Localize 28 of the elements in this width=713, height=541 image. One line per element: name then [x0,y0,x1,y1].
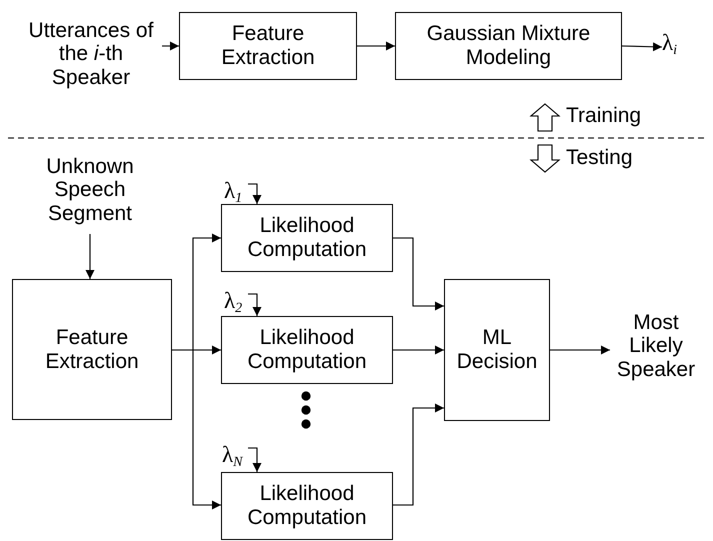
arrow [393,237,444,310]
text-label: Most Likely Speaker [610,300,702,392]
model-symbol: λ$_{1}$ [224,178,248,202]
arrow [622,42,662,52]
process-box: Feature Extraction [12,279,172,420]
process-box: Likelihood Computation [221,472,393,540]
model-symbol: λ$_{2}$ [224,288,248,314]
text-label: Unknown Speech Segment [30,146,150,234]
arrow [393,404,444,506]
phase-label: Training [566,105,642,126]
arrow [172,349,221,510]
process-box: Feature Extraction [179,12,357,80]
arrow [357,42,395,50]
arrow [248,447,262,472]
arrow [248,183,262,204]
arrow [86,234,94,279]
phase-label: Testing [566,147,633,168]
process-box: Gaussian Mixture Modeling [395,12,622,80]
process-box: ML Decision [444,279,550,421]
arrow [550,346,610,354]
arrow [248,293,262,316]
process-box: Likelihood Computation [221,316,393,384]
arrow [393,346,444,354]
process-box: Likelihood Computation [221,204,393,272]
model-symbol: λ$_{i}$ [662,30,698,64]
model-symbol: λ$_{N}$ [222,442,248,470]
arrow [162,42,179,50]
text-label: Utterances of the i-th Speaker [20,10,162,98]
